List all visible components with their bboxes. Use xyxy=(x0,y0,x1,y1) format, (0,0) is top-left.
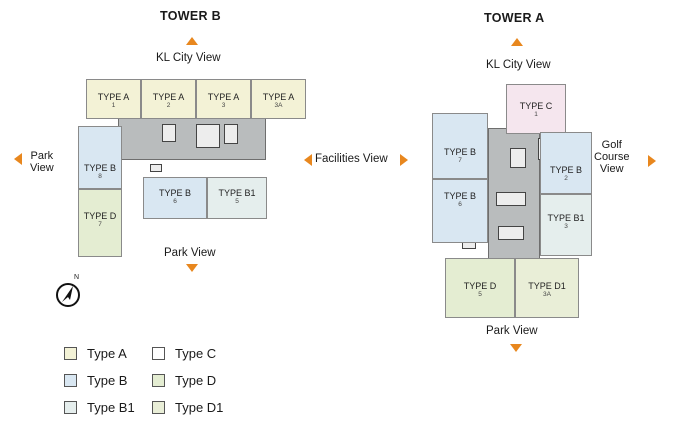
tower-b-core xyxy=(118,118,266,160)
legend-swatch-type-b xyxy=(64,374,77,387)
tower-a-lift-shaft xyxy=(496,192,526,206)
legend-label-type-d: Type D xyxy=(175,373,217,388)
legend-swatch-type-d xyxy=(152,374,165,387)
tower-b-top-view-label: KL City View xyxy=(156,52,221,64)
tower-b-left-view-label: Park View xyxy=(30,150,54,174)
legend-label-type-b: Type B xyxy=(87,373,128,388)
tower-a-bottom-arrow-icon xyxy=(510,344,522,352)
tower-b-bottom-view-label: Park View xyxy=(164,247,216,259)
legend-label-type-c: Type C xyxy=(175,346,217,361)
tower-b-left-arrow-icon xyxy=(14,153,22,165)
legend-swatch-type-d1 xyxy=(152,401,165,414)
facilities-right-arrow-icon xyxy=(400,154,408,166)
tower-a-right-arrow-icon xyxy=(648,155,656,167)
tower-b-lift-shaft xyxy=(150,164,162,172)
tower-a-lift-shaft xyxy=(510,148,526,168)
compass-north-label: N xyxy=(74,274,80,281)
tower-a-lift-shaft xyxy=(498,226,524,240)
tower-a-top-arrow-icon xyxy=(511,38,523,46)
tower-b-lift-shaft xyxy=(196,124,220,148)
legend-swatch-type-a xyxy=(64,347,77,360)
tower-a-top-view-label: KL City View xyxy=(486,59,551,71)
legend-label-type-b1: Type B1 xyxy=(87,400,135,415)
facilities-view-label: Facilities View xyxy=(315,153,388,165)
legend-label-type-d1: Type D1 xyxy=(175,400,224,415)
tower-a-bottom-view-label: Park View xyxy=(486,325,538,337)
legend-swatch-type-c xyxy=(152,347,165,360)
tower-b-lift-shaft xyxy=(162,124,176,142)
tower-b-lift-shaft xyxy=(224,124,238,144)
legend-swatch-type-b1 xyxy=(64,401,77,414)
tower-a-right-view-label: Golf Course View xyxy=(594,139,630,175)
tower-b-bottom-arrow-icon xyxy=(186,264,198,272)
north-arrow-compass-icon: N xyxy=(56,274,84,308)
facilities-left-arrow-icon xyxy=(304,154,312,166)
tower-a-title: TOWER A xyxy=(484,11,545,25)
tower-b-title: TOWER B xyxy=(160,9,221,23)
legend-label-type-a: Type A xyxy=(87,346,127,361)
tower-b-top-arrow-icon xyxy=(186,37,198,45)
